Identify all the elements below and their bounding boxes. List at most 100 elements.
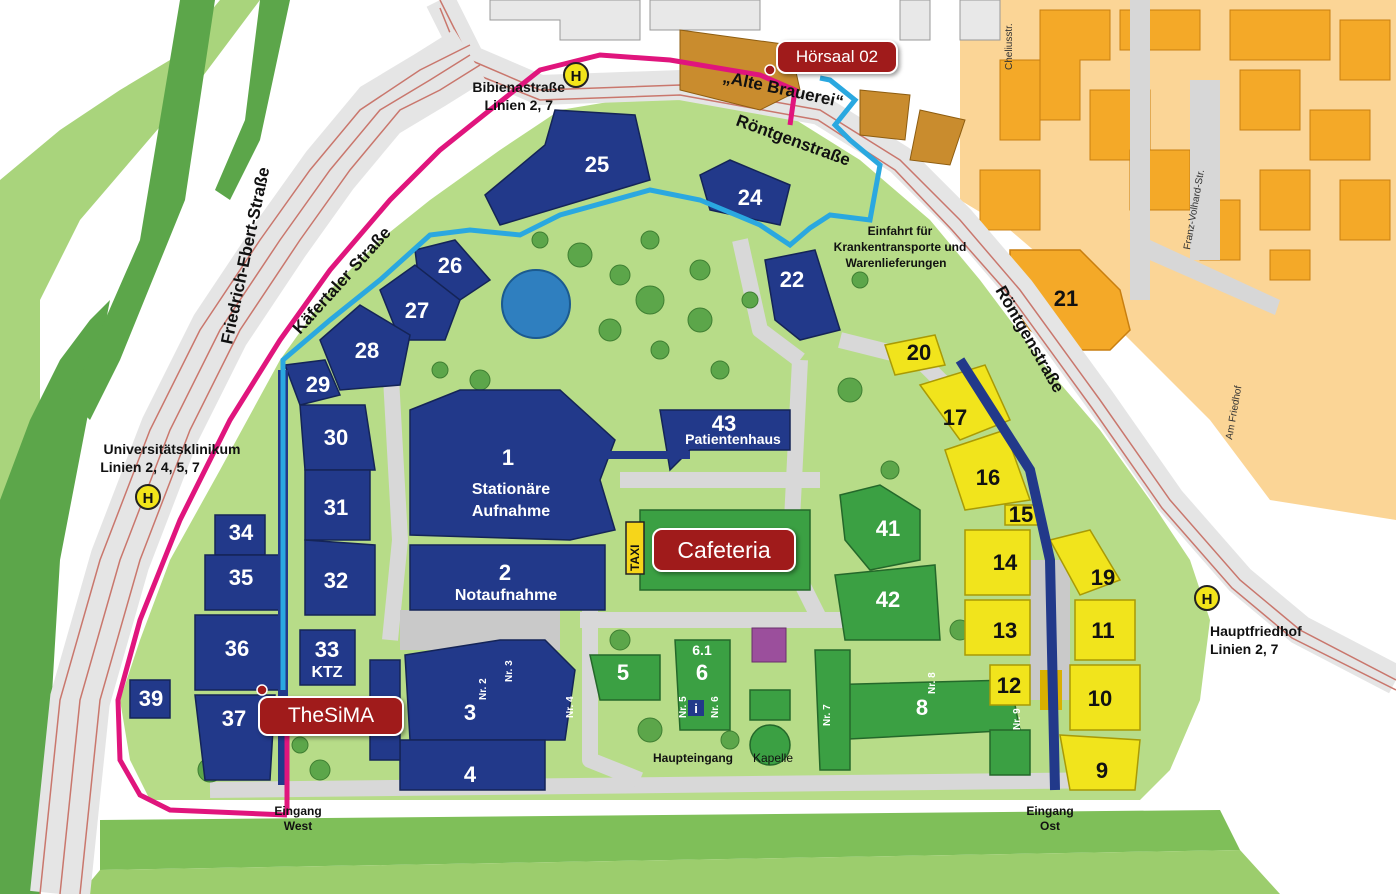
label-building-5: 5 xyxy=(617,660,629,685)
stop-icon: H xyxy=(143,490,154,507)
label-building-33: 33 xyxy=(315,637,339,662)
label-building-13: 13 xyxy=(993,618,1017,643)
building-14-shape[interactable] xyxy=(964,529,1031,596)
building-41-shape[interactable] xyxy=(839,484,921,571)
callout-hoersaal-label: Hörsaal 02 xyxy=(795,47,879,66)
building-5-shape[interactable] xyxy=(589,654,661,701)
label-building-4: 4 xyxy=(464,762,477,787)
building-29-shape[interactable] xyxy=(283,359,342,406)
building-28-shape[interactable] xyxy=(319,304,411,391)
label-nr7: Nr. 7 xyxy=(822,704,833,726)
label-building-26: 26 xyxy=(438,253,462,278)
label-building-8: 8 xyxy=(916,695,928,720)
label-building-30: 30 xyxy=(324,425,348,450)
label-building-3: 3 xyxy=(464,700,476,725)
building-13-shape[interactable] xyxy=(964,599,1031,656)
stop-bibiena-lines: Linien 2, 7 xyxy=(485,97,554,113)
building-3-shape[interactable] xyxy=(404,639,576,741)
building-2-shape[interactable] xyxy=(409,544,606,611)
route-magenta xyxy=(115,52,798,818)
label-eingang-ost-2: Ost xyxy=(1040,819,1060,833)
stop-bibiena-name: Bibienastraße xyxy=(472,79,565,95)
building-39-shape[interactable] xyxy=(129,679,171,719)
label-nr8: Nr. 8 xyxy=(927,672,938,694)
label-building-43: 43 xyxy=(712,411,736,436)
label-nr4: Nr. 4 xyxy=(565,696,576,718)
label-nr5: Nr. 5 xyxy=(678,696,689,718)
label-building-20: 20 xyxy=(907,340,931,365)
label-building-27: 27 xyxy=(405,298,429,323)
label-nr3: Nr. 3 xyxy=(504,660,515,682)
label-building-42: 42 xyxy=(876,587,900,612)
label-building-31: 31 xyxy=(324,495,348,520)
label-building-29: 29 xyxy=(306,372,330,397)
label-notaufnahme: Notaufnahme xyxy=(455,587,557,604)
label-building-12: 12 xyxy=(997,673,1021,698)
label-einfahrt-1: Einfahrt für xyxy=(868,224,933,238)
label-building-21: 21 xyxy=(1054,286,1078,311)
info-icon[interactable]: i xyxy=(694,701,698,716)
building-4-shape[interactable] xyxy=(399,739,546,791)
label-building-32: 32 xyxy=(324,568,348,593)
building-42-shape[interactable] xyxy=(834,564,941,641)
label-eingang-ost-1: Eingang xyxy=(1026,804,1073,818)
label-kapelle: Kapelle xyxy=(753,751,793,765)
callout-thesima-label: TheSiMA xyxy=(287,704,375,727)
building-12-shape[interactable] xyxy=(989,664,1031,706)
building-19-shape[interactable] xyxy=(1048,529,1122,596)
building-10-shape[interactable] xyxy=(1069,664,1141,731)
stop-icon: H xyxy=(571,68,582,85)
label-building-10: 10 xyxy=(1088,686,1112,711)
callout-cafeteria-label: Cafeteria xyxy=(677,537,771,563)
label-nr6: Nr. 6 xyxy=(710,696,721,718)
label-eingang-west-2: West xyxy=(284,819,312,833)
building-11-shape[interactable] xyxy=(1074,599,1136,661)
label-haupteingang: Haupteingang xyxy=(653,751,733,765)
street-chelius: Cheliusstr. xyxy=(1004,23,1015,70)
label-ktz: KTZ xyxy=(311,664,342,681)
label-building-15: 15 xyxy=(1009,502,1033,527)
label-building-25: 25 xyxy=(585,152,609,177)
label-building-2: 2 xyxy=(499,560,511,585)
building-16-shape[interactable] xyxy=(944,429,1032,511)
building-31-shape[interactable] xyxy=(304,469,371,541)
building-32-shape[interactable] xyxy=(304,539,376,616)
tram-stop-universitaetsklinikum[interactable]: H xyxy=(135,484,161,510)
label-building-34: 34 xyxy=(229,520,254,545)
callout-hoersaal[interactable]: Hörsaal 02 xyxy=(776,40,898,74)
building-20-shape[interactable] xyxy=(884,334,946,376)
label-nr2: Nr. 2 xyxy=(478,678,489,700)
label-building-6: 6 xyxy=(696,660,708,685)
pond xyxy=(501,269,571,339)
label-building-16: 16 xyxy=(976,465,1000,490)
building-1-shape[interactable] xyxy=(409,389,616,541)
stop-icon: H xyxy=(1202,591,1213,608)
label-building-19: 19 xyxy=(1091,565,1115,590)
label-building-39: 39 xyxy=(139,686,163,711)
label-patientenhaus: Patientenhaus xyxy=(685,431,781,447)
label-building-6-1: 6.1 xyxy=(692,642,712,658)
label-building-14: 14 xyxy=(993,550,1018,575)
label-building-36: 36 xyxy=(225,636,249,661)
tram-stop-hauptfriedhof[interactable]: H xyxy=(1194,585,1220,611)
building-25-shape[interactable] xyxy=(484,109,651,226)
label-building-22: 22 xyxy=(780,267,804,292)
stop-uni-name: Universitätsklinikum xyxy=(104,441,241,457)
stop-haupt-name: Hauptfriedhof xyxy=(1210,623,1302,639)
tram-stop-bibiena[interactable]: H xyxy=(563,62,589,88)
callout-thesima[interactable]: TheSiMA xyxy=(258,696,404,736)
stop-uni-lines: Linien 2, 4, 5, 7 xyxy=(100,459,200,475)
building-33-shape[interactable] xyxy=(299,629,356,686)
label-building-35: 35 xyxy=(229,565,253,590)
building-9-shape[interactable] xyxy=(1059,734,1141,791)
taxi-sign: TAXI xyxy=(628,545,642,571)
building-30-shape[interactable] xyxy=(299,404,376,471)
building-22-shape[interactable] xyxy=(764,249,841,341)
building-37-shape[interactable] xyxy=(194,694,276,781)
label-building-24: 24 xyxy=(738,185,763,210)
building-43-shape[interactable] xyxy=(659,409,791,472)
route-cyan xyxy=(280,75,883,690)
callout-cafeteria[interactable]: Cafeteria xyxy=(652,528,796,572)
label-einfahrt-2: Krankentransporte und xyxy=(834,240,967,254)
